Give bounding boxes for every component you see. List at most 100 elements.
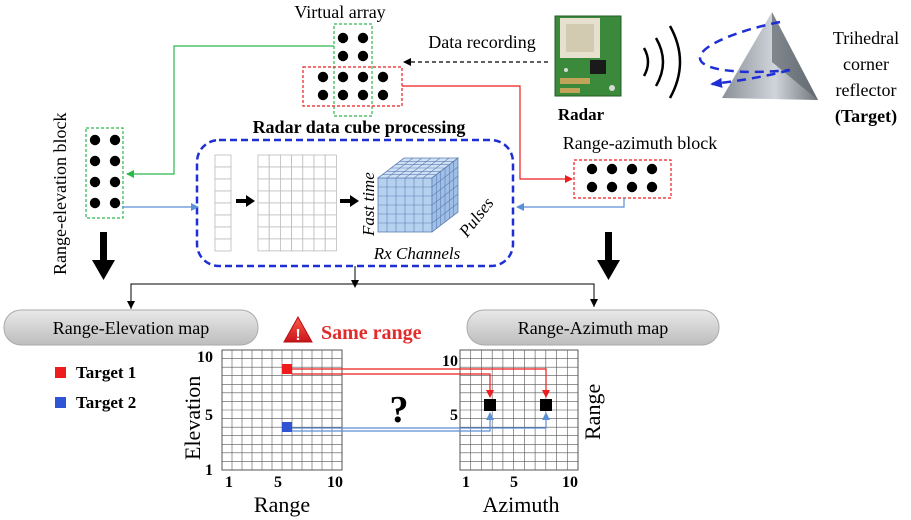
left-xtick-1: 1 bbox=[225, 474, 233, 491]
range-elevation-block-box bbox=[85, 127, 124, 219]
warning-icon: ! bbox=[283, 315, 313, 344]
left-ytick-1: 1 bbox=[205, 462, 213, 479]
data-cube bbox=[376, 157, 460, 233]
processing-arrow-2 bbox=[340, 195, 359, 207]
pulses-label: Pulses bbox=[455, 193, 498, 241]
array-element bbox=[646, 181, 658, 193]
target2-outer-link bbox=[292, 412, 550, 429]
right-ytick-10: 10 bbox=[442, 353, 458, 370]
matrix-cell bbox=[291, 238, 304, 252]
matrix-cell bbox=[324, 202, 337, 216]
range-elevation-grid bbox=[221, 349, 343, 471]
matrix-cell bbox=[313, 202, 326, 216]
virtual-array-label: Virtual array bbox=[294, 2, 385, 22]
matrix-cell bbox=[257, 166, 270, 180]
matrix-cell bbox=[324, 154, 337, 168]
matrix-cell bbox=[324, 214, 337, 228]
range-azimuth-block-box bbox=[573, 159, 672, 199]
matrix-cell bbox=[268, 202, 281, 216]
azimuth-feed-arrow bbox=[402, 85, 573, 183]
matrix-cell bbox=[257, 202, 270, 216]
left-plot-xlabel: Range bbox=[254, 492, 310, 517]
matrix-cell bbox=[302, 190, 315, 204]
reflection-return-arrow bbox=[710, 68, 791, 88]
matrix-cell bbox=[302, 178, 315, 192]
target1-outer-link bbox=[292, 368, 550, 398]
array-element bbox=[377, 71, 389, 83]
virtual-array-elements bbox=[317, 32, 389, 101]
cube-processing-title: Radar data cube processing bbox=[253, 117, 466, 137]
single-channel-vector bbox=[214, 154, 232, 252]
left-plot-ylabel: Elevation bbox=[180, 376, 205, 460]
left-plot-target2-marker bbox=[282, 422, 292, 432]
array-element bbox=[626, 163, 638, 175]
matrix-cell bbox=[279, 202, 292, 216]
reflector-label-line2: corner bbox=[843, 54, 889, 74]
array-element bbox=[109, 197, 121, 209]
array-element bbox=[89, 155, 101, 167]
right-xtick-10: 10 bbox=[562, 474, 578, 491]
right-xtick-5: 5 bbox=[510, 474, 518, 491]
range-azimuth-map-title: Range-Azimuth map bbox=[518, 318, 668, 338]
matrix-cell bbox=[279, 166, 292, 180]
radar-wave-icon bbox=[642, 25, 682, 99]
matrix-cell bbox=[257, 214, 270, 228]
range-azimuth-grid bbox=[459, 349, 579, 471]
matrix-cell bbox=[324, 238, 337, 252]
data-recording-label: Data recording bbox=[428, 32, 535, 52]
reflector-label-line3: reflector bbox=[836, 80, 897, 100]
left-ytick-5: 5 bbox=[205, 407, 213, 424]
array-element bbox=[337, 32, 349, 44]
matrix-cell bbox=[313, 154, 326, 168]
matrix-cell bbox=[313, 178, 326, 192]
left-xtick-10: 10 bbox=[327, 474, 343, 491]
matrix-cell bbox=[257, 226, 270, 240]
corner-reflector-icon bbox=[722, 12, 818, 100]
same-range-label: Same range bbox=[321, 322, 422, 344]
left-plot-target1-marker bbox=[282, 364, 292, 374]
matrix-cell bbox=[257, 238, 270, 252]
array-element bbox=[317, 89, 329, 101]
cube-split-line bbox=[130, 283, 595, 309]
split-arrowhead-right bbox=[590, 299, 598, 307]
legend-target2-swatch bbox=[55, 397, 66, 408]
vector-cell bbox=[214, 178, 232, 192]
matrix-cell bbox=[324, 190, 337, 204]
array-element bbox=[357, 32, 369, 44]
matrix-cell bbox=[279, 178, 292, 192]
matrix-cell bbox=[291, 226, 304, 240]
matrix-cell bbox=[291, 166, 304, 180]
vector-cell bbox=[214, 166, 232, 180]
matrix-cell bbox=[302, 226, 315, 240]
array-element bbox=[337, 71, 349, 83]
array-element bbox=[109, 155, 121, 167]
vector-cell bbox=[214, 226, 232, 240]
range-azimuth-block-elements bbox=[586, 163, 658, 193]
matrix-cell bbox=[302, 202, 315, 216]
matrix-cell bbox=[268, 238, 281, 252]
matrix-cell bbox=[291, 178, 304, 192]
matrix-cell bbox=[268, 178, 281, 192]
reflector-label-line1: Trihedral bbox=[833, 28, 899, 48]
vector-cell bbox=[214, 154, 232, 168]
array-element bbox=[646, 163, 658, 175]
left-ytick-10: 10 bbox=[197, 349, 213, 366]
svg-text:!: ! bbox=[295, 327, 300, 344]
matrix-cell bbox=[268, 154, 281, 168]
matrix-cell bbox=[313, 238, 326, 252]
matrix-cell bbox=[313, 214, 326, 228]
range-azimuth-map-pill bbox=[466, 309, 720, 346]
matrix-cell bbox=[257, 178, 270, 192]
matrix-cell bbox=[257, 190, 270, 204]
split-arrowhead-left bbox=[127, 301, 135, 309]
array-element bbox=[606, 163, 618, 175]
range-elevation-map-title: Range-Elevation map bbox=[53, 318, 209, 338]
array-element bbox=[377, 89, 389, 101]
array-element bbox=[586, 181, 598, 193]
matrix-cell bbox=[268, 214, 281, 228]
matrix-cell bbox=[291, 190, 304, 204]
matrix-cell bbox=[302, 214, 315, 228]
matrix-cell bbox=[291, 202, 304, 216]
matrix-cell bbox=[324, 226, 337, 240]
